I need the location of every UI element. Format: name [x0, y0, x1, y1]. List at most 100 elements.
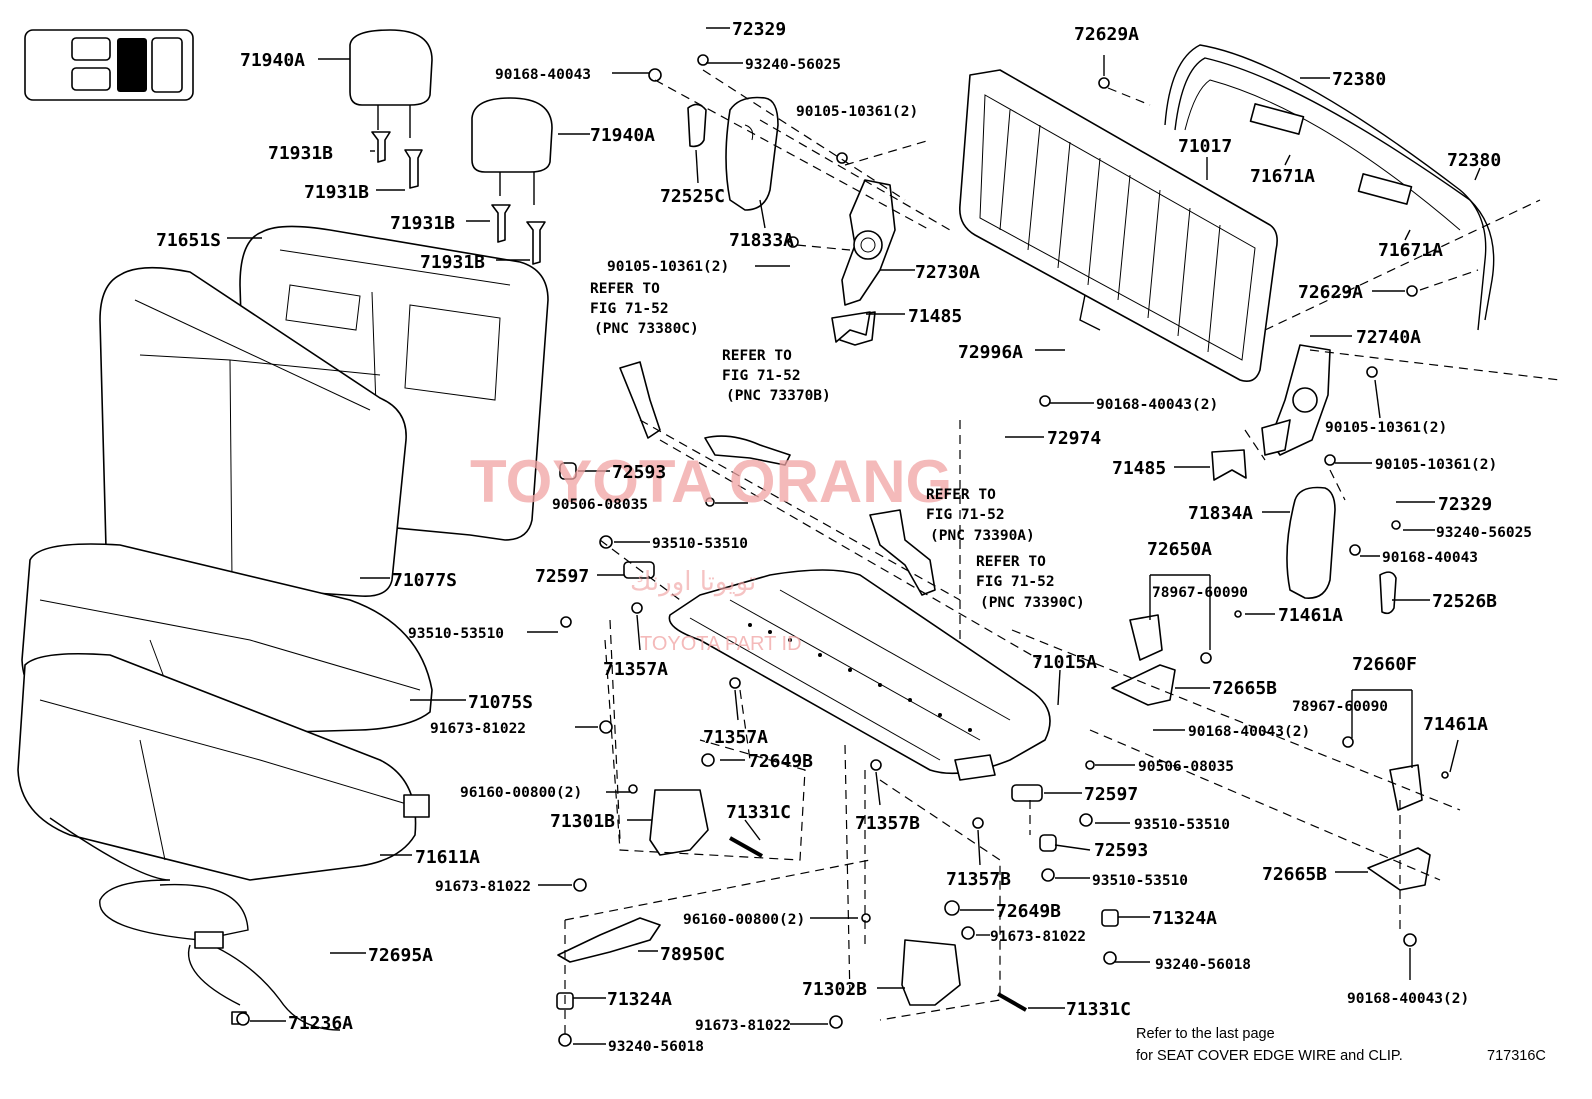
- part-label-90168-40043: 90168-40043(2): [1096, 397, 1218, 413]
- lock-cables-art: [1164, 44, 1495, 331]
- part-label-90105-10361: 90105-10361(2): [796, 104, 918, 120]
- part-label-71940A: 71940A: [590, 125, 655, 146]
- part-label-71931B: 71931B: [304, 182, 369, 203]
- assembly-dashed-lines: [564, 69, 1561, 1040]
- part-label-72593: 72593: [1094, 840, 1148, 861]
- part-label-93510-53510: 93510-53510: [408, 626, 504, 642]
- part-label-72974: 72974: [1047, 428, 1101, 449]
- part-label-72665B: 72665B: [1212, 678, 1277, 699]
- part-label-71833A: 71833A: [729, 230, 794, 251]
- part-label-71485: 71485: [908, 306, 962, 327]
- seat-locator-icon: [24, 29, 194, 101]
- part-label-72329: 72329: [1438, 494, 1492, 515]
- part-label-71017: 71017: [1178, 136, 1232, 157]
- refer-note-line: REFER TO: [722, 348, 792, 364]
- refer-note-line: (PNC 73390A): [930, 528, 1035, 544]
- part-label-90168-40043: 90168-40043: [495, 67, 591, 83]
- watermark: TOYOTA ORANG تويوتا اورنك TOYOTA PART ID: [470, 448, 952, 655]
- part-label-90168-40043: 90168-40043(2): [1188, 724, 1310, 740]
- part-label-72629A: 72629A: [1298, 282, 1363, 303]
- part-label-72730A: 72730A: [915, 262, 980, 283]
- part-label-91673-81022: 91673-81022: [430, 721, 526, 737]
- part-label-91673-81022: 91673-81022: [695, 1018, 791, 1034]
- part-label-90105-10361: 90105-10361(2): [1375, 457, 1497, 473]
- refer-note-line: REFER TO: [976, 554, 1046, 570]
- part-label-71331C: 71331C: [1066, 999, 1131, 1020]
- part-label-72649B: 72649B: [748, 751, 813, 772]
- part-label-71671A: 71671A: [1250, 166, 1315, 187]
- part-label-78967-60090: 78967-60090: [1152, 585, 1248, 601]
- part-label-71324A: 71324A: [607, 989, 672, 1010]
- part-label-71301B: 71301B: [550, 811, 615, 832]
- part-label-78950C: 78950C: [660, 944, 725, 965]
- refer-note-line: FIG 71-52: [722, 368, 801, 384]
- part-label-96160-00800: 96160-00800(2): [683, 912, 805, 928]
- part-label-72597: 72597: [535, 566, 589, 587]
- part-label-90105-10361: 90105-10361(2): [607, 259, 729, 275]
- part-label-71931B: 71931B: [420, 252, 485, 273]
- part-label-71015A: 71015A: [1032, 652, 1097, 673]
- part-label-71461A: 71461A: [1278, 605, 1343, 626]
- footer: Refer to the last page for SEAT COVER ED…: [1136, 1026, 1546, 1064]
- part-label-71485: 71485: [1112, 458, 1166, 479]
- recliner-right-art: [1261, 344, 1331, 456]
- part-label-93510-53510: 93510-53510: [652, 536, 748, 552]
- refer-note-line: (PNC 73380C): [594, 321, 699, 337]
- refer-note-line: REFER TO: [926, 487, 996, 503]
- hinge-cover-right-art: [831, 311, 1397, 615]
- watermark-sub: TOYOTA PART ID: [640, 633, 802, 655]
- part-label-71357A: 71357A: [603, 659, 668, 680]
- cushion-frame-art: [668, 569, 1051, 781]
- part-label-96160-00800: 96160-00800(2): [460, 785, 582, 801]
- footer-note-line1: Refer to the last page: [1136, 1026, 1275, 1042]
- watermark-main: TOYOTA ORANG: [470, 448, 952, 515]
- part-label-72996A: 72996A: [958, 342, 1023, 363]
- part-label-90506-08035: 90506-08035: [1138, 759, 1234, 775]
- part-label-72665B: 72665B: [1262, 864, 1327, 885]
- part-label-72526B: 72526B: [1432, 591, 1497, 612]
- footer-note-line2: for SEAT COVER EDGE WIRE and CLIP.: [1136, 1048, 1403, 1064]
- seat-hinge-lower-art: [557, 789, 961, 1006]
- part-label-71357B: 71357B: [946, 869, 1011, 890]
- part-label-71931B: 71931B: [390, 213, 455, 234]
- part-label-90105-10361: 90105-10361(2): [1325, 420, 1447, 436]
- part-label-93240-56025: 93240-56025: [1436, 525, 1532, 541]
- part-label-71324A: 71324A: [1152, 908, 1217, 929]
- part-label-90506-08035: 90506-08035: [552, 497, 648, 513]
- recliner-left-art: [835, 179, 896, 346]
- part-label-72695A: 72695A: [368, 945, 433, 966]
- part-label-72380: 72380: [1447, 150, 1501, 171]
- part-label-93510-53510: 93510-53510: [1092, 873, 1188, 889]
- seat-cushion-lower-art: [17, 653, 430, 881]
- belt-buckles-art: [619, 361, 936, 596]
- part-label-72649B: 72649B: [996, 901, 1061, 922]
- part-label-71077S: 71077S: [392, 570, 457, 591]
- refer-note-line: REFER TO: [590, 281, 660, 297]
- part-label-93240-56018: 93240-56018: [608, 1039, 704, 1055]
- part-label-93510-53510: 93510-53510: [1134, 817, 1230, 833]
- part-label-71236A: 71236A: [288, 1013, 353, 1034]
- part-label-72329: 72329: [732, 19, 786, 40]
- headrest-right-art: [471, 97, 553, 265]
- part-label-72597: 72597: [1084, 784, 1138, 805]
- part-label-71357B: 71357B: [855, 813, 920, 834]
- refer-note-line: (PNC 73390C): [980, 595, 1085, 611]
- refer-notes: REFER TO FIG 71-52 (PNC 73380C) REFER TO…: [590, 281, 1085, 611]
- refer-note-line: FIG 71-52: [590, 301, 669, 317]
- part-label-71357A: 71357A: [703, 727, 768, 748]
- figure-id: 717316C: [1487, 1048, 1546, 1064]
- part-label-71461A: 71461A: [1423, 714, 1488, 735]
- headrest-left-art: [349, 29, 433, 189]
- part-label-72380: 72380: [1332, 69, 1386, 90]
- refer-note-line: FIG 71-52: [926, 507, 1005, 523]
- seatback-frame-art: [958, 69, 1278, 383]
- part-label-78967-60090: 78967-60090: [1292, 699, 1388, 715]
- part-label-71302B: 71302B: [802, 979, 867, 1000]
- watermark-arabic: تويوتا اورنك: [630, 567, 756, 597]
- part-label-72740A: 72740A: [1356, 327, 1421, 348]
- part-label-71931B: 71931B: [268, 143, 333, 164]
- part-label-71834A: 71834A: [1188, 503, 1253, 524]
- part-label-72650A: 72650A: [1147, 539, 1212, 560]
- part-label-71940A: 71940A: [240, 50, 305, 71]
